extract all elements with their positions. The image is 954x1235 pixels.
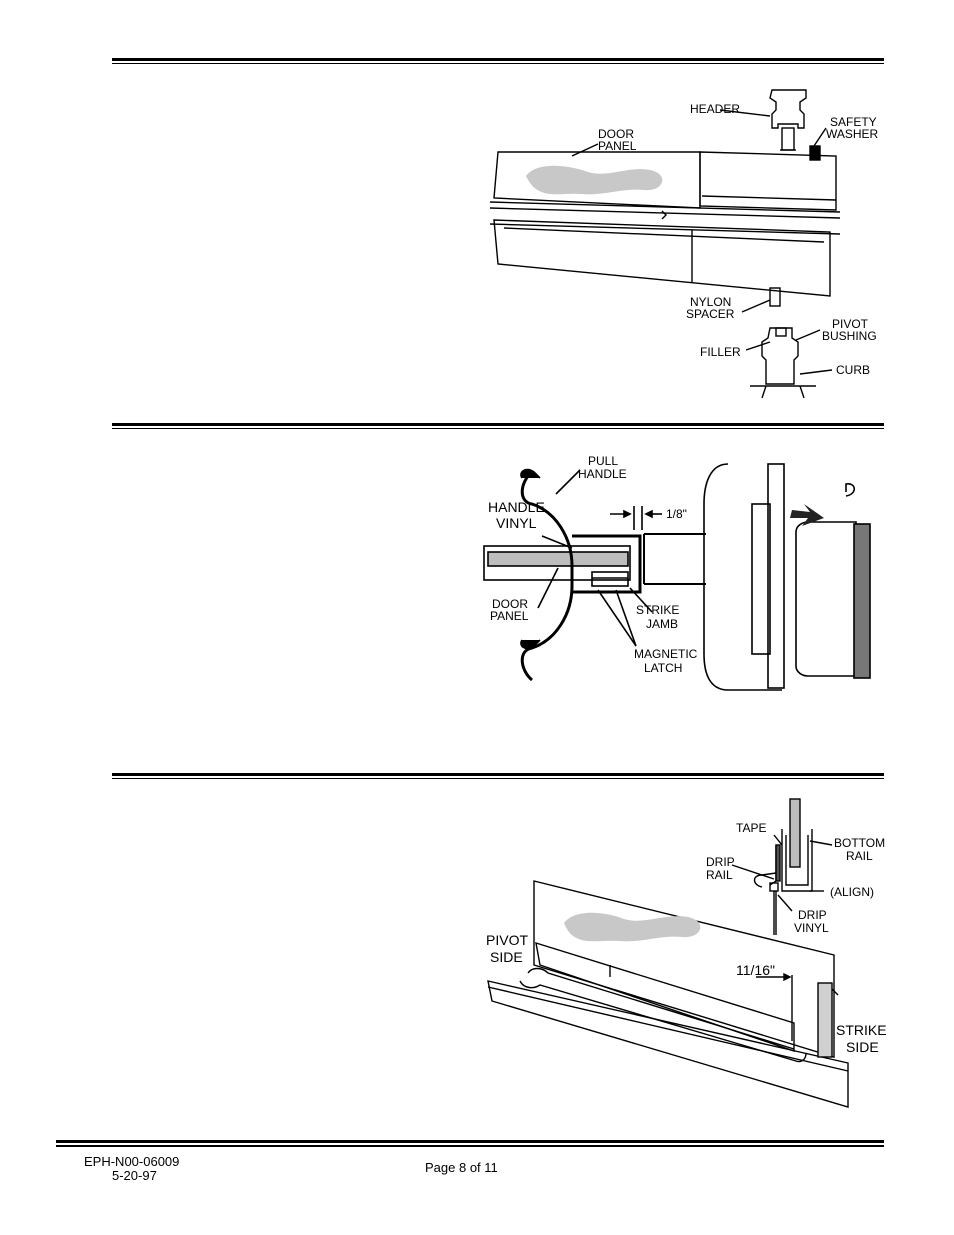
doc-date: 5-20-97 [112,1168,157,1183]
label-safety-washer-2: WASHER [826,127,879,141]
label-magnetic-latch-1: MAGNETIC [634,647,698,661]
label-door-panel-1: DOOR [598,127,634,141]
section-rule-bottom [112,773,884,779]
label-strike-side-2: SIDE [846,1039,879,1055]
label-drip-rail-2: RAIL [706,868,733,882]
footer-rule [56,1140,884,1147]
label-drip-rail-1: DRIP [706,855,735,869]
label-handle-vinyl-1: HANDLE [488,499,545,515]
label-curb: CURB [836,363,870,377]
bottom-rail-drip-diagram: TAPE BOTTOM RAIL DRIP RAIL (ALIGN) DRIP … [486,798,887,1108]
label-safety-washer-1: SAFETY [830,115,877,129]
label-align: (ALIGN) [830,885,874,899]
label-tape: TAPE [736,821,766,835]
label-pivot-bushing-2: BUSHING [822,329,877,343]
section-rule-top [112,58,884,64]
pull-handle-latch-diagram: PULL HANDLE HANDLE VINYL 1/8" DOOR PANEL… [483,454,871,691]
label-bottom-rail-1: BOTTOM [834,836,885,850]
label-nylon-spacer-1: NYLON [690,295,731,309]
label-gap-dimension: 1/8" [666,507,687,521]
label-door-panel-2: PANEL [490,609,529,623]
label-door-panel-2: PANEL [598,139,637,153]
label-filler: FILLER [700,345,741,359]
label-door-panel-1: DOOR [492,597,528,611]
label-bottom-rail-2: RAIL [846,849,873,863]
label-pivot-side-2: SIDE [490,949,523,965]
label-strike-jamb-1: STRIKE [636,603,679,617]
label-drip-vinyl-1: DRIP [798,908,827,922]
label-magnetic-latch-2: LATCH [644,661,682,675]
label-header: HEADER [690,102,740,116]
doc-number: EPH-N00-06009 [84,1154,180,1169]
label-pivot-side-1: PIVOT [486,932,528,948]
label-dimension-11-16: 11/16" [736,962,775,978]
label-handle-vinyl-2: VINYL [496,515,537,531]
label-strike-jamb-2: JAMB [646,617,678,631]
label-pull-handle-2: HANDLE [578,467,627,481]
section-rule-middle [112,423,884,429]
page-number: Page 8 of 11 [425,1160,498,1175]
label-strike-side-1: STRIKE [836,1022,887,1038]
label-drip-vinyl-2: VINYL [794,921,829,935]
label-pivot-bushing-1: PIVOT [832,317,869,331]
label-pull-handle-1: PULL [588,454,618,468]
label-nylon-spacer-2: SPACER [686,307,735,321]
door-pivot-diagram: HEADER SAFETY WASHER DOOR PANEL NYLON SP… [489,89,879,399]
